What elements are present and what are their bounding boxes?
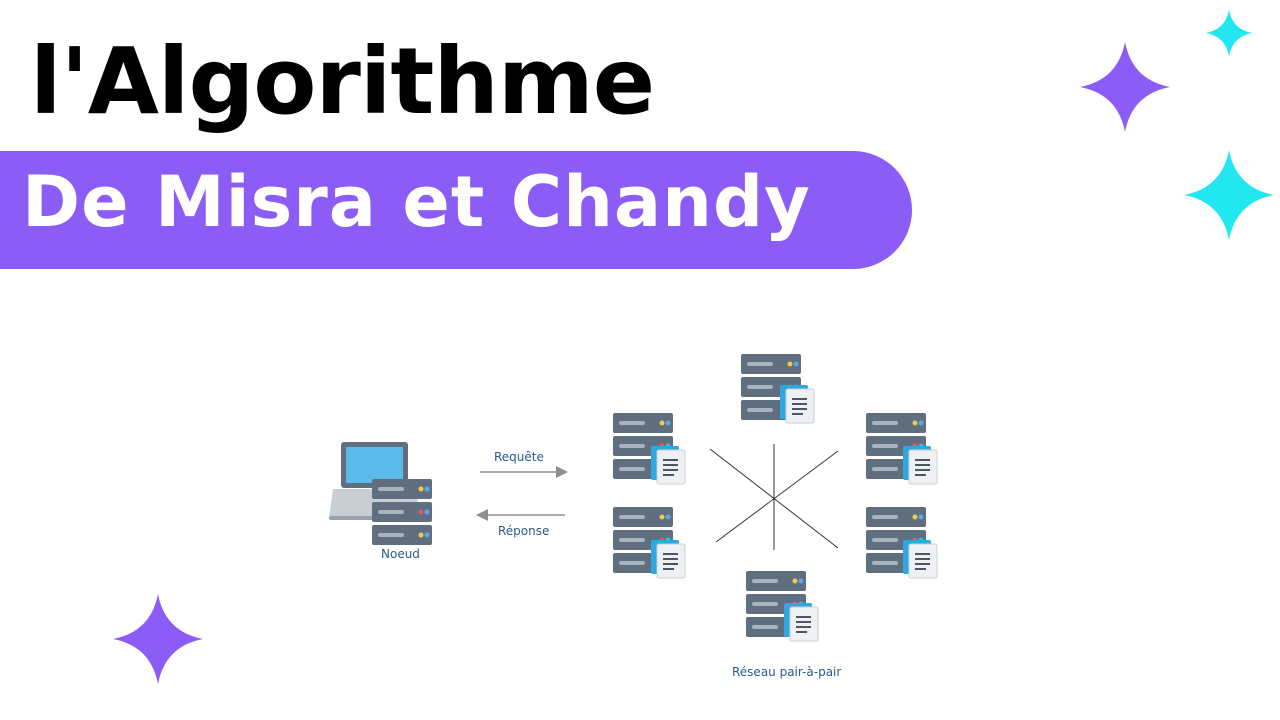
response-arrow (476, 509, 565, 521)
sparkle-icon-purple-top (1080, 42, 1170, 132)
response-label: Réponse (498, 524, 549, 538)
sparkle-icon-cyan-small (1206, 10, 1252, 56)
peer-links (709, 444, 839, 550)
server-icon-upper-right (866, 413, 938, 485)
server-icon-upper-left (613, 413, 686, 485)
request-label: Requête (494, 450, 544, 464)
server-icon-node (372, 479, 432, 545)
subtitle-banner: De Misra et Chandy (0, 151, 912, 269)
server-icon-lower-right (866, 507, 938, 579)
server-icon-top (741, 354, 815, 424)
server-icon-bottom (746, 571, 819, 642)
server-icon-lower-left (613, 507, 686, 579)
subtitle-text: De Misra et Chandy (22, 161, 811, 243)
sparkle-icon-purple-bottom (113, 594, 203, 684)
request-arrow (480, 466, 568, 478)
sparkle-icon-cyan-large (1184, 150, 1274, 240)
node-label: Noeud (381, 547, 420, 561)
page-title: l'Algorithme (30, 28, 655, 135)
network-label: Réseau pair-à-pair (732, 665, 841, 679)
